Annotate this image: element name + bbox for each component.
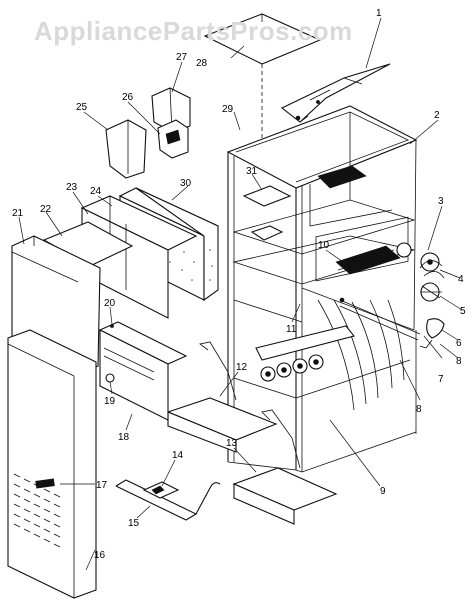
callout-23: 23 [66,182,78,193]
callout-1: 1 [376,8,382,19]
lower-door [7,329,97,599]
callout-8-lower: 8 [416,404,422,415]
callout-10: 10 [318,240,330,251]
base-rail-left [166,341,278,453]
callout-9: 9 [380,486,386,497]
callout-26: 26 [122,92,134,103]
callout-31: 31 [246,166,258,177]
callout-17: 17 [96,480,108,491]
door-louvers [13,473,61,548]
callout-19: 19 [104,396,116,407]
bracket-27 [151,87,191,133]
limit-switch [420,282,442,302]
callout-30: 30 [180,178,192,189]
callout-16: 16 [94,550,106,561]
callout-27: 27 [176,52,188,63]
callout-3: 3 [438,196,444,207]
callout-6: 6 [456,338,462,349]
burner-rod [115,479,221,521]
callout-21: 21 [12,208,24,219]
callout-25: 25 [76,102,88,113]
callout-12: 12 [236,362,248,373]
callout-2: 2 [434,110,440,121]
control-plate [242,185,292,241]
pressure-switch [396,242,445,279]
flame-sensor [419,318,445,349]
callout-5: 5 [460,306,466,317]
gas-manifold [255,325,355,382]
bracket-26 [157,119,189,159]
watermark: AppliancePartsPros.com [34,16,353,46]
callout-13: 13 [226,438,238,449]
callout-7: 7 [438,374,444,385]
callout-4: 4 [458,274,464,285]
top-panel [203,13,322,65]
callout-labels: 1 2 3 4 5 6 7 8 8 9 10 11 12 13 14 15 16… [12,8,466,561]
burner-assembly [317,165,401,275]
igniter [339,297,421,341]
control-panel [98,321,188,421]
furnace-cabinet [226,105,418,473]
callout-18: 18 [118,432,130,443]
callout-24: 24 [90,186,102,197]
base-rail-right [232,409,338,525]
flue-cover [280,63,391,123]
bracket-25 [105,119,147,179]
callout-28: 28 [196,58,208,69]
callout-29: 29 [222,104,234,115]
callout-8-upper: 8 [456,356,462,367]
callout-14: 14 [172,450,184,461]
callout-15: 15 [128,518,140,529]
callout-20: 20 [104,298,116,309]
leader-lines [18,17,463,571]
callout-22: 22 [40,204,52,215]
callout-11: 11 [286,324,297,335]
